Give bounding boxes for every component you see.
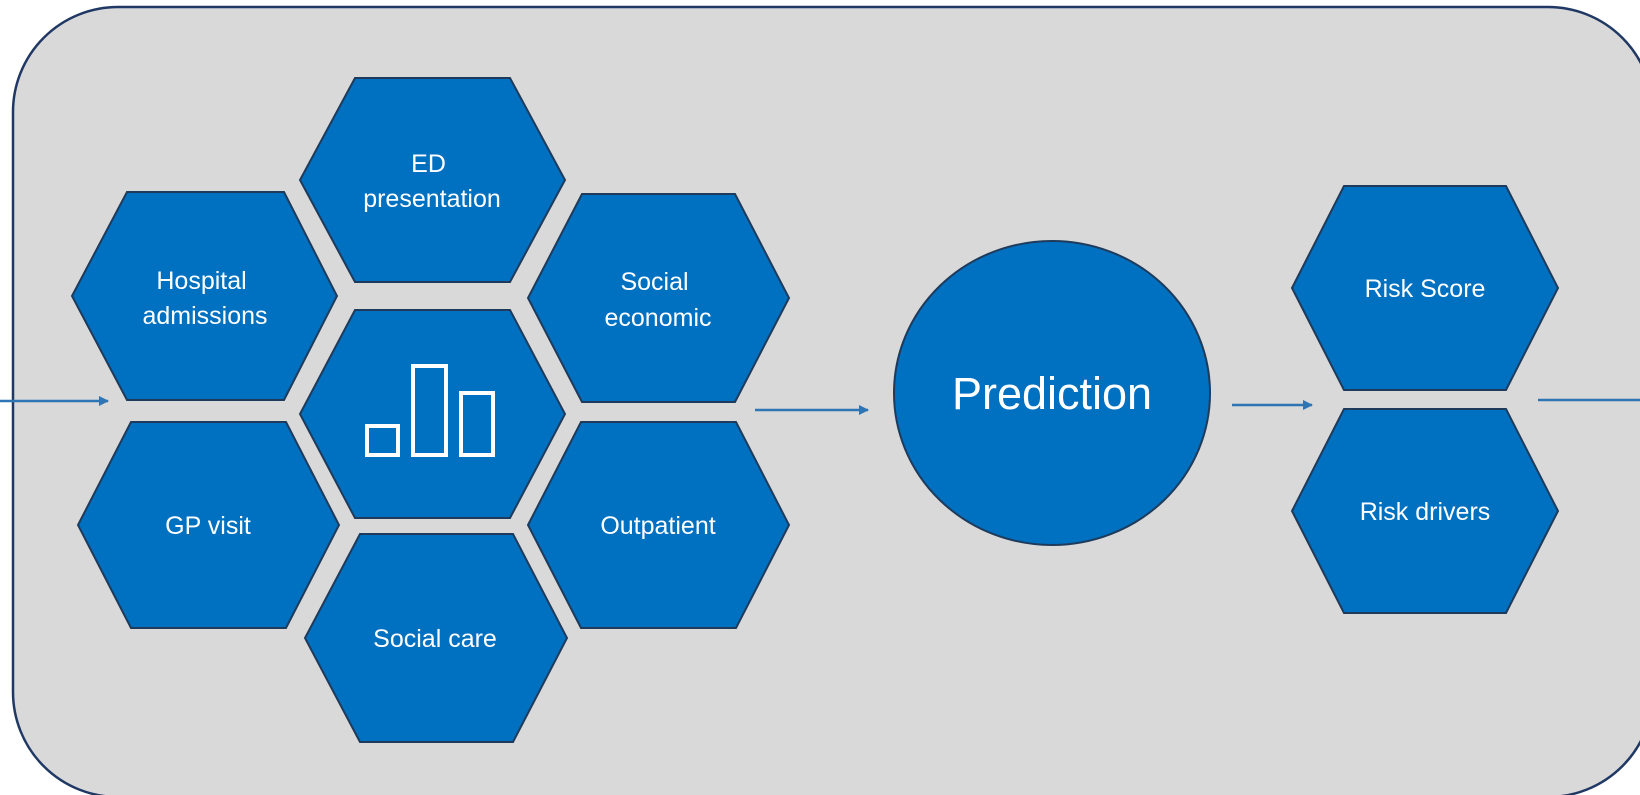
- prediction-circle: Prediction: [893, 240, 1211, 546]
- hex-social-economic-line2: economic: [605, 304, 712, 332]
- hex-social-care-label: Social care: [373, 625, 497, 653]
- hex-risk-drivers: Risk drivers: [1290, 408, 1560, 614]
- bar-chart-icon: [365, 364, 495, 457]
- hex-center-chart: [298, 309, 567, 519]
- hex-social-economic: Social economic: [526, 193, 791, 403]
- svg-text:Risk Score: Risk Score: [1365, 275, 1486, 303]
- hex-risk-drivers-label: Risk drivers: [1360, 498, 1491, 526]
- hex-risk-score: Risk Score: [1290, 185, 1560, 391]
- hex-gp-visit: GP visit: [76, 421, 341, 629]
- hex-hospital-admissions: Hospital admissions: [70, 191, 339, 401]
- hex-ed-presentation: ED presentation: [298, 77, 567, 283]
- hex-social-economic-line1: Social: [620, 268, 688, 296]
- hex-hospital-admissions-line2: admissions: [142, 302, 267, 330]
- svg-text:Social economic: Social economic: [605, 268, 712, 332]
- svg-text:Hospital admissions: Hospital admissions: [142, 267, 267, 330]
- hex-social-care: Social care: [303, 533, 569, 743]
- hex-hospital-admissions-line1: Hospital: [156, 267, 246, 295]
- hex-gp-visit-label: GP visit: [165, 512, 251, 540]
- svg-text:Outpatient: Outpatient: [600, 512, 715, 540]
- svg-text:Social care: Social care: [373, 625, 497, 653]
- svg-text:GP visit: GP visit: [165, 512, 251, 540]
- prediction-label: Prediction: [952, 368, 1152, 419]
- hex-ed-presentation-line1: ED: [411, 150, 446, 178]
- hex-ed-presentation-line2: presentation: [363, 185, 501, 213]
- svg-text:Risk drivers: Risk drivers: [1360, 498, 1491, 526]
- hex-outpatient: Outpatient: [526, 421, 791, 629]
- hex-risk-score-label: Risk Score: [1365, 275, 1486, 303]
- hex-outpatient-label: Outpatient: [600, 512, 715, 540]
- svg-text:ED presentation: ED presentation: [363, 150, 501, 213]
